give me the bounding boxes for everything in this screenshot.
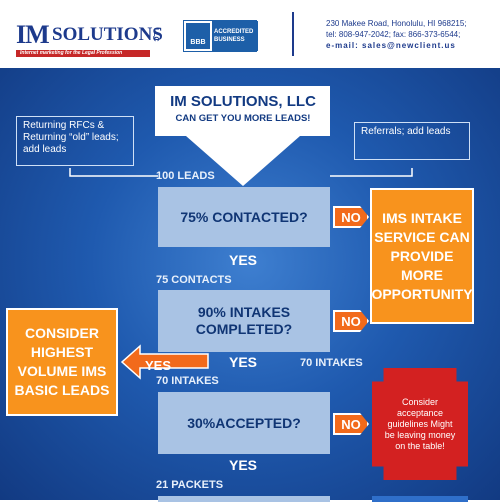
bbb-accredited-text: ACCREDITED BUSINESS xyxy=(212,21,258,51)
contact-email[interactable]: e-mail: sales@newclient.us xyxy=(326,41,456,50)
label-75-contacts: 75 CONTACTS xyxy=(156,274,232,286)
yes-label-3: YES xyxy=(228,457,257,473)
yes-label-1: YES xyxy=(228,252,257,268)
bbb-badge: BBB ACCREDITED BUSINESS xyxy=(183,20,258,52)
step-next-partial xyxy=(158,496,330,502)
logo-im-text: IM xyxy=(16,20,50,49)
top-subtitle: CAN GET YOU MORE LEADS! xyxy=(175,113,311,124)
label-100-leads: 100 LEADS xyxy=(156,170,215,182)
step-intakes: 90% INTAKES COMPLETED? xyxy=(158,290,330,352)
label-70-intakes: 70 INTAKES xyxy=(156,375,219,387)
no-arrow-3: NO xyxy=(333,413,369,435)
left-yes-label: YES xyxy=(144,358,171,373)
left-note-connector xyxy=(69,168,158,177)
logo-tagline: Internet marketing for the Legal Profess… xyxy=(20,50,123,56)
no-arrow-1: NO xyxy=(333,206,369,228)
yes-label-2: YES xyxy=(228,354,257,370)
header-divider xyxy=(292,12,294,56)
label-70-intakes-right: 70 INTAKES xyxy=(300,357,363,369)
top-title: IM SOLUTIONS, LLC xyxy=(170,93,316,110)
top-title-box: IM SOLUTIONS, LLC CAN GET YOU MORE LEADS… xyxy=(158,89,328,133)
orange-box-intake-service: IMS INTAKE SERVICE CAN PROVIDE MORE OPPO… xyxy=(370,188,474,324)
orange-box-basic-leads: CONSIDER HIGHEST VOLUME IMS BASIC LEADS xyxy=(6,308,118,416)
header-bar: IM SOLUTIONS LLC Internet marketing for … xyxy=(0,0,500,68)
note-right: Referrals; add leads xyxy=(354,122,470,160)
logo-solutions-text: SOLUTIONS xyxy=(52,24,163,45)
right-note-connector xyxy=(330,168,413,177)
partial-box-right xyxy=(372,496,468,502)
step-contacted: 75% CONTACTED? xyxy=(158,187,330,247)
contact-address: 230 Makee Road, Honolulu, HI 968215; xyxy=(326,19,467,28)
contact-block: 230 Makee Road, Honolulu, HI 968215; tel… xyxy=(326,18,467,51)
bbb-seal-icon: BBB xyxy=(186,23,210,49)
flowchart-canvas: IM SOLUTIONS, LLC CAN GET YOU MORE LEADS… xyxy=(0,68,500,502)
logo-tagline-bar xyxy=(16,50,150,57)
flow-connectors xyxy=(69,86,413,380)
left-yes-arrow-shape xyxy=(120,344,209,380)
funnel-arrow-shape xyxy=(155,86,330,186)
step-accepted: 30%ACCEPTED? xyxy=(158,392,330,454)
note-left: Returning RFCs & Returning “old” leads; … xyxy=(16,116,134,166)
red-acceptance-note: Consider acceptance guidelines Might be … xyxy=(372,368,468,480)
label-21-packets: 21 PACKETS xyxy=(156,479,224,491)
logo-llc-text: LLC xyxy=(152,28,159,42)
no-arrow-2: NO xyxy=(333,310,369,332)
contact-phone: tel: 808-947-2042; fax: 866-373-6544; xyxy=(326,30,461,39)
